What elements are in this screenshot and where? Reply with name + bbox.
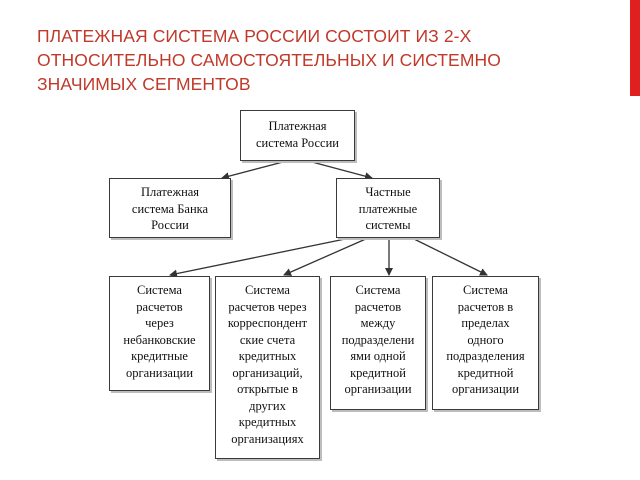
node-within-division-settlements: Система расчетов в пределах одного подра… — [432, 276, 539, 410]
node-line: ями одной — [350, 349, 406, 363]
node-line: кредитные — [131, 349, 188, 363]
node-line: расчетов — [354, 299, 402, 314]
node-line: России — [151, 218, 189, 232]
node-line: Система — [355, 283, 401, 297]
node-line: через — [145, 316, 174, 330]
arrow-private-to-within-division — [411, 237, 488, 276]
node-line: корреспондент — [227, 316, 308, 330]
node-line: кредитных — [238, 415, 297, 429]
node-line: система России — [256, 135, 339, 150]
node-line: организациях — [231, 431, 304, 446]
node-nonbank-credit-settlements: Система расчетов через небанковские кред… — [109, 276, 210, 391]
slide-title: ПЛАТЕЖНАЯ СИСТЕМА РОССИИ СОСТОИТ ИЗ 2-Х … — [37, 24, 617, 96]
node-line: подразделени — [341, 332, 415, 347]
node-line: подразделения — [446, 349, 525, 363]
slide-title-line: ЗНАЧИМЫХ СЕГМЕНТОВ — [37, 74, 251, 94]
node-line: ские счета — [239, 332, 296, 347]
slide-title-line: ПЛАТЕЖНАЯ СИСТЕМА РОССИИ СОСТОИТ ИЗ 2-Х — [37, 26, 472, 46]
node-line: Частные — [365, 185, 411, 199]
node-line: одного — [467, 332, 504, 347]
node-line: пределах — [461, 316, 510, 330]
node-between-divisions-settlements: Система расчетов между подразделени ями … — [330, 276, 426, 410]
node-private-payment-systems: Частные платежные системы — [336, 178, 440, 238]
node-line: между — [360, 316, 396, 330]
node-line: Платежная — [140, 185, 200, 199]
node-line: системы — [365, 218, 411, 232]
node-line: система Банка — [131, 201, 209, 216]
node-line: расчетов — [136, 299, 183, 314]
slide-title-line: ОТНОСИТЕЛЬНО САМОСТОЯТЕЛЬНЫХ И СИСТЕМНО — [37, 50, 501, 70]
node-line: кредитных — [238, 349, 297, 363]
node-line: расчетов в — [457, 299, 514, 314]
node-line: кредитной — [350, 365, 406, 380]
node-line: расчетов через — [228, 299, 307, 314]
node-correspondent-accounts-settlements: Система расчетов через корреспондент ски… — [215, 276, 320, 459]
node-line: кредитной — [457, 365, 514, 380]
node-line: открытые в — [237, 382, 298, 396]
arrow-root-to-bank-of-russia — [221, 161, 284, 181]
node-line: организации — [451, 382, 520, 396]
node-line: организации — [344, 382, 412, 396]
node-line: других — [249, 398, 286, 413]
node-line: Система — [137, 283, 182, 297]
node-line: организации — [125, 365, 194, 380]
node-line: небанковские — [123, 332, 196, 347]
accent-bar — [630, 0, 640, 96]
node-line: Система — [245, 283, 290, 297]
node-payment-system-russia: Платежная система России — [240, 110, 355, 161]
arrow-root-to-private-systems — [311, 161, 373, 181]
node-line: Платежная — [268, 119, 327, 133]
node-line: платежные — [358, 201, 418, 216]
arrow-private-to-correspondent — [283, 237, 369, 276]
node-bank-of-russia-system: Платежная система Банка России — [109, 178, 231, 238]
node-line: организаций, — [232, 365, 303, 380]
arrow-private-to-nonbank — [169, 237, 351, 278]
node-line: Система — [463, 283, 508, 297]
